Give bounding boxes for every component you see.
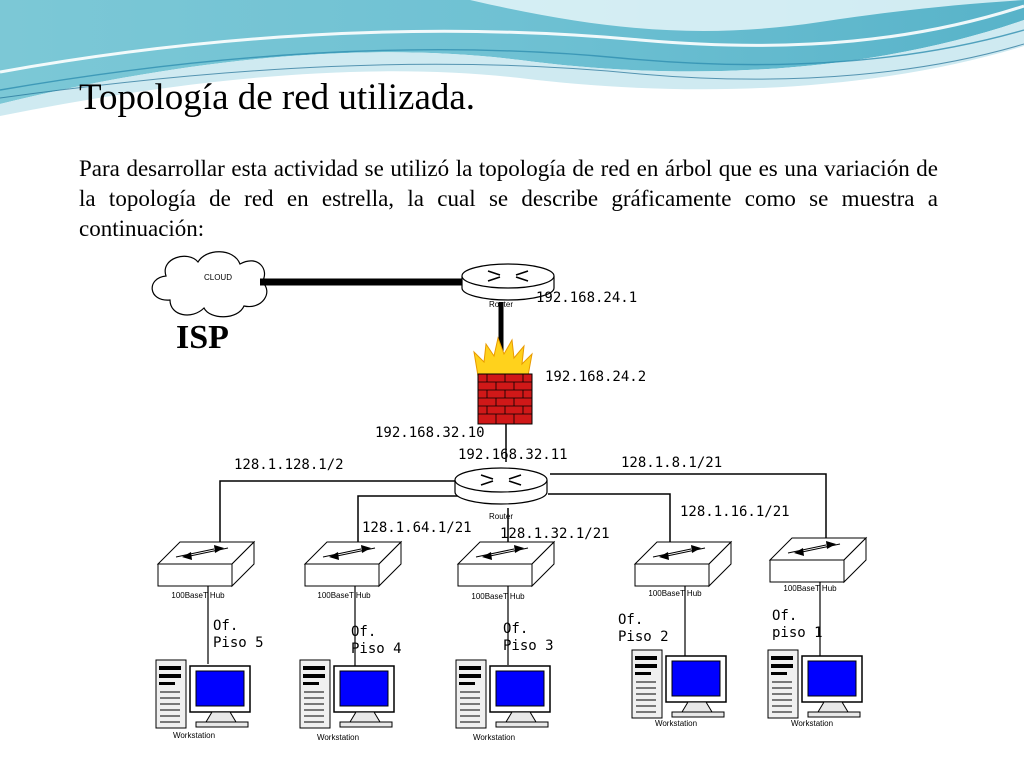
floor-2-name: Piso 2 [618, 629, 669, 645]
floor-5-name: Piso 5 [213, 635, 264, 651]
floor-1-of: Of. [772, 608, 797, 624]
hub-label-piso-2: 100BaseT Hub [648, 589, 702, 598]
workstation-label-piso-5: Workstation [173, 731, 215, 740]
hub-label-piso-5: 100BaseT Hub [171, 591, 225, 600]
workstation-label-piso-3: Workstation [473, 733, 515, 742]
workstation-piso-2 [631, 649, 727, 719]
floor-5-of: Of. [213, 618, 238, 634]
workstation-piso-4 [299, 659, 395, 729]
floor-3-of: Of. [503, 621, 528, 637]
firewall-ip: 192.168.24.2 [545, 369, 646, 385]
link-ip-piso-3: 128.1.32.1/21 [500, 526, 610, 542]
hub-piso-1 [769, 537, 867, 583]
floor-2-of: Of. [618, 612, 643, 628]
workstation-label-piso-1: Workstation [791, 719, 833, 728]
link-ip-piso-2: 128.1.16.1/21 [680, 504, 790, 520]
hub-label-piso-3: 100BaseT Hub [471, 592, 525, 601]
workstation-label-piso-4: Workstation [317, 733, 359, 742]
link-ip-piso-5: 128.1.128.1/2 [234, 457, 344, 473]
top-router-label: Router [489, 300, 513, 309]
isp-label: ISP [176, 319, 229, 356]
floor-4-of: Of. [351, 624, 376, 640]
hub-label-piso-1: 100BaseT Hub [783, 584, 837, 593]
core-router-ip: 192.168.32.11 [458, 447, 568, 463]
workstation-label-piso-2: Workstation [655, 719, 697, 728]
hub-workstation-links [207, 582, 821, 666]
workstation-piso-3 [455, 659, 551, 729]
slide-title: Topología de red utilizada. [79, 77, 476, 118]
network-topology-diagram: CLOUD ISP Router 192.168.24.1 192.168.24… [151, 251, 867, 742]
hub-piso-2 [634, 541, 732, 587]
core-router-label: Router [489, 512, 513, 521]
floor-1-name: piso 1 [772, 625, 823, 641]
core-router-upper-ip: 192.168.32.10 [375, 425, 485, 441]
distribution-links [219, 473, 827, 544]
hub-piso-4 [304, 541, 402, 587]
link-ip-piso-4: 128.1.64.1/21 [362, 520, 472, 536]
top-router-ip: 192.168.24.1 [536, 290, 637, 306]
firewall-icon [473, 336, 533, 425]
core-router [454, 467, 548, 505]
cloud-icon: CLOUD [151, 251, 268, 318]
hub-label-piso-4: 100BaseT Hub [317, 591, 371, 600]
hub-piso-5 [157, 541, 255, 587]
slide-body-text: Para desarrollar esta actividad se utili… [79, 156, 938, 241]
cloud-label: CLOUD [204, 273, 232, 282]
link-ip-piso-1: 128.1.8.1/21 [621, 455, 722, 471]
workstation-piso-1 [767, 649, 863, 719]
floor-3-name: Piso 3 [503, 638, 554, 654]
workstation-piso-5 [155, 659, 251, 729]
floor-4-name: Piso 4 [351, 641, 402, 657]
hub-piso-3 [457, 541, 555, 587]
